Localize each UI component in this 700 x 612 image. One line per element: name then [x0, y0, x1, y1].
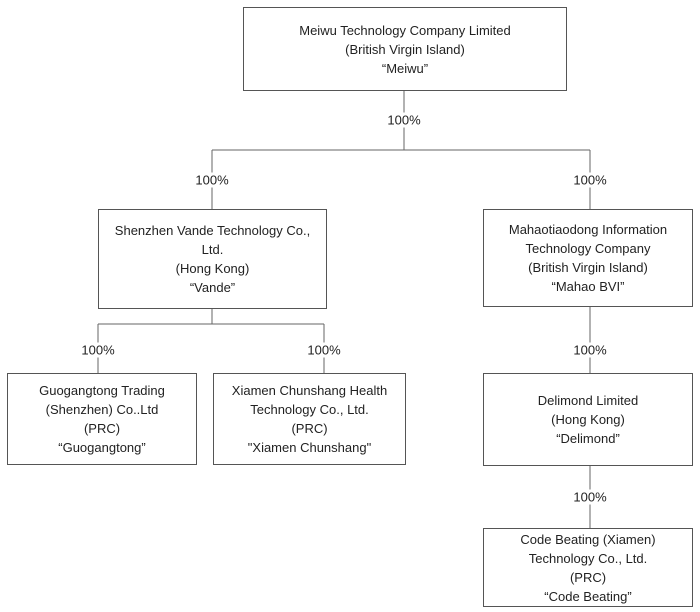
ownership-label-delimond: 100% [570, 342, 610, 358]
node-codebeating-line-2: Technology Co., Ltd. [528, 550, 648, 566]
node-codebeating: Code Beating (Xiamen) Technology Co., Lt… [483, 528, 693, 607]
node-meiwu-line-1: Meiwu Technology Company Limited [299, 22, 511, 38]
node-guogangtong-line-4: “Guogangtong” [58, 440, 146, 455]
node-delimond: Delimond Limited (Hong Kong) “Delimond” [483, 373, 693, 466]
node-chunshang-line-1: Xiamen Chunshang Health [231, 383, 388, 398]
node-vande-line-2: Ltd. [201, 242, 224, 257]
node-guogangtong-line-2: (Shenzhen) Co..Ltd [45, 402, 159, 417]
ownership-label-vande: 100% [192, 172, 232, 188]
ownership-label-mahao: 100% [570, 172, 610, 188]
node-vande: Shenzhen Vande Technology Co., Ltd. (Hon… [98, 209, 327, 309]
node-chunshang: Xiamen Chunshang Health Technology Co., … [213, 373, 406, 465]
ownership-label-meiwu: 100% [384, 112, 424, 128]
node-delimond-line-1: Delimond Limited [537, 393, 639, 408]
node-mahao: Mahaotiaodong Information Technology Com… [483, 209, 693, 307]
node-delimond-line-2: (Hong Kong) [551, 412, 625, 427]
node-meiwu: Meiwu Technology Company Limited (Britis… [243, 7, 567, 91]
node-chunshang-line-2: Technology Co., Ltd. [250, 402, 369, 417]
ownership-label-codebeating: 100% [570, 489, 610, 505]
node-vande-line-4: “Vande” [189, 280, 236, 295]
node-codebeating-line-1: Code Beating (Xiamen) [520, 531, 656, 547]
node-guogangtong: Guogangtong Trading (Shenzhen) Co..Ltd (… [7, 373, 197, 465]
node-mahao-line-3: (British Virgin Island) [528, 260, 648, 275]
node-guogangtong-line-3: (PRC) [83, 421, 121, 436]
node-meiwu-line-3: “Meiwu” [381, 60, 429, 76]
node-codebeating-line-3: (PRC) [569, 569, 607, 585]
node-mahao-line-4: “Mahao BVI” [551, 279, 625, 294]
node-meiwu-line-2: (British Virgin Island) [345, 41, 465, 57]
node-chunshang-line-4: "Xiamen Chunshang" [247, 440, 372, 455]
ownership-label-guogangtong: 100% [78, 342, 118, 358]
node-vande-line-3: (Hong Kong) [175, 261, 250, 276]
ownership-label-chunshang: 100% [304, 342, 344, 358]
node-chunshang-line-3: (PRC) [291, 421, 328, 436]
node-mahao-line-2: Technology Company [525, 241, 651, 256]
node-guogangtong-line-1: Guogangtong Trading [39, 383, 165, 398]
node-vande-line-1: Shenzhen Vande Technology Co., [114, 223, 311, 238]
node-delimond-line-3: “Delimond” [556, 431, 620, 446]
node-mahao-line-1: Mahaotiaodong Information [508, 222, 668, 237]
node-codebeating-line-4: “Code Beating” [544, 588, 632, 604]
